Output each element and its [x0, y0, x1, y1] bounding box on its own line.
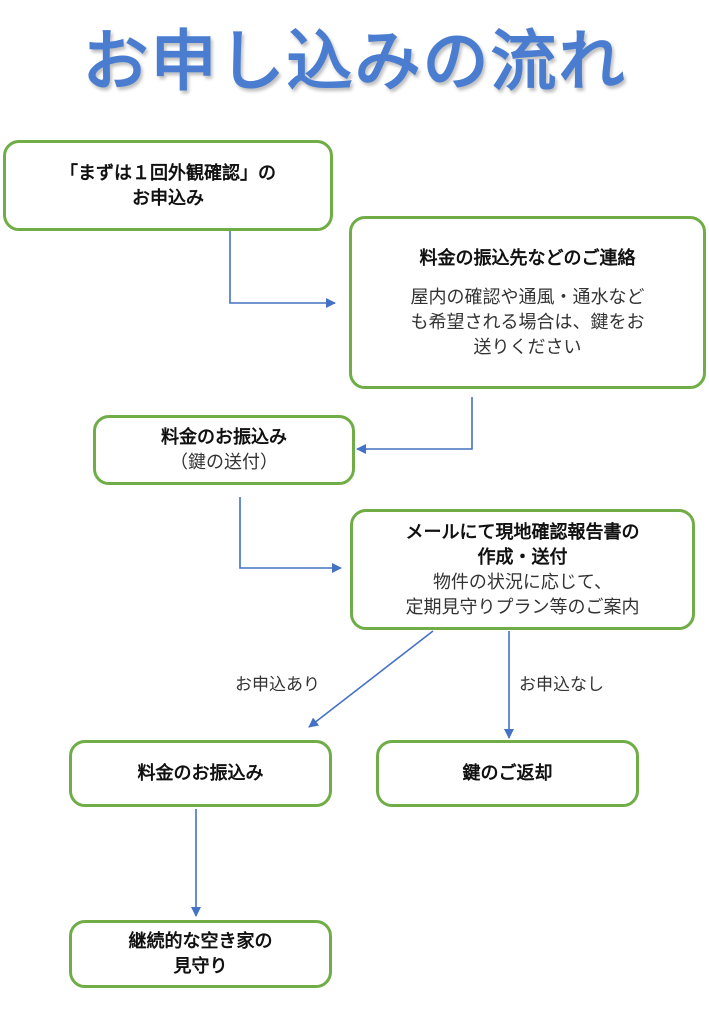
apply-box: 「まずは１回外観確認」の お申込み [3, 140, 333, 231]
pay-plan-heading: 料金のお振込み [137, 763, 264, 784]
report-note-line2: 定期見守りプラン等のご案内 [405, 596, 640, 618]
arrow-apply-to-contact [229, 231, 336, 308]
monitor-line1: 継続的な空き家の [128, 931, 273, 952]
arrow-payment-to-report [239, 497, 342, 573]
report-heading-line1: メールにて現地確認報告書の [405, 521, 640, 543]
contact-note-line2: も希望される場合は、鍵をお [410, 311, 645, 333]
payment-sub: （鍵の送付） [170, 452, 278, 473]
page-title: お申し込みの流れ [82, 23, 627, 100]
monitor-box: 継続的な空き家の 見守り [69, 920, 332, 988]
apply-line1: 「まずは１回外観確認」の [60, 162, 276, 184]
pay-plan-box: 料金のお振込み [69, 740, 332, 807]
arrow-contact-to-payment [356, 397, 473, 454]
contact-note-line1: 屋内の確認や通風・通水など [410, 286, 645, 308]
report-heading-line2: 作成・送付 [477, 546, 568, 568]
monitor-line2: 見守り [173, 956, 228, 977]
payment-box: 料金のお振込み （鍵の送付） [93, 415, 355, 485]
condition-no-label: お申込なし [519, 675, 604, 695]
contact-box: 料金の振込先などのご連絡 屋内の確認や通風・通水など も希望される場合は、鍵をお… [349, 216, 706, 389]
arrow-report-to-pay-plan [308, 630, 434, 728]
report-box: メールにて現地確認報告書の 作成・送付 物件の状況に応じて、 定期見守りプラン等… [350, 509, 695, 630]
return-key-heading: 鍵のご返却 [462, 763, 553, 784]
payment-heading: 料金のお振込み [161, 427, 287, 448]
contact-heading: 料金の振込先などのご連絡 [419, 247, 636, 269]
condition-yes-label: お申込あり [235, 675, 320, 695]
apply-line2: お申込み [132, 187, 204, 209]
report-note-line1: 物件の状況に応じて、 [432, 571, 613, 593]
contact-note-line3: 送りください [473, 336, 582, 358]
return-key-box: 鍵のご返却 [376, 740, 639, 807]
